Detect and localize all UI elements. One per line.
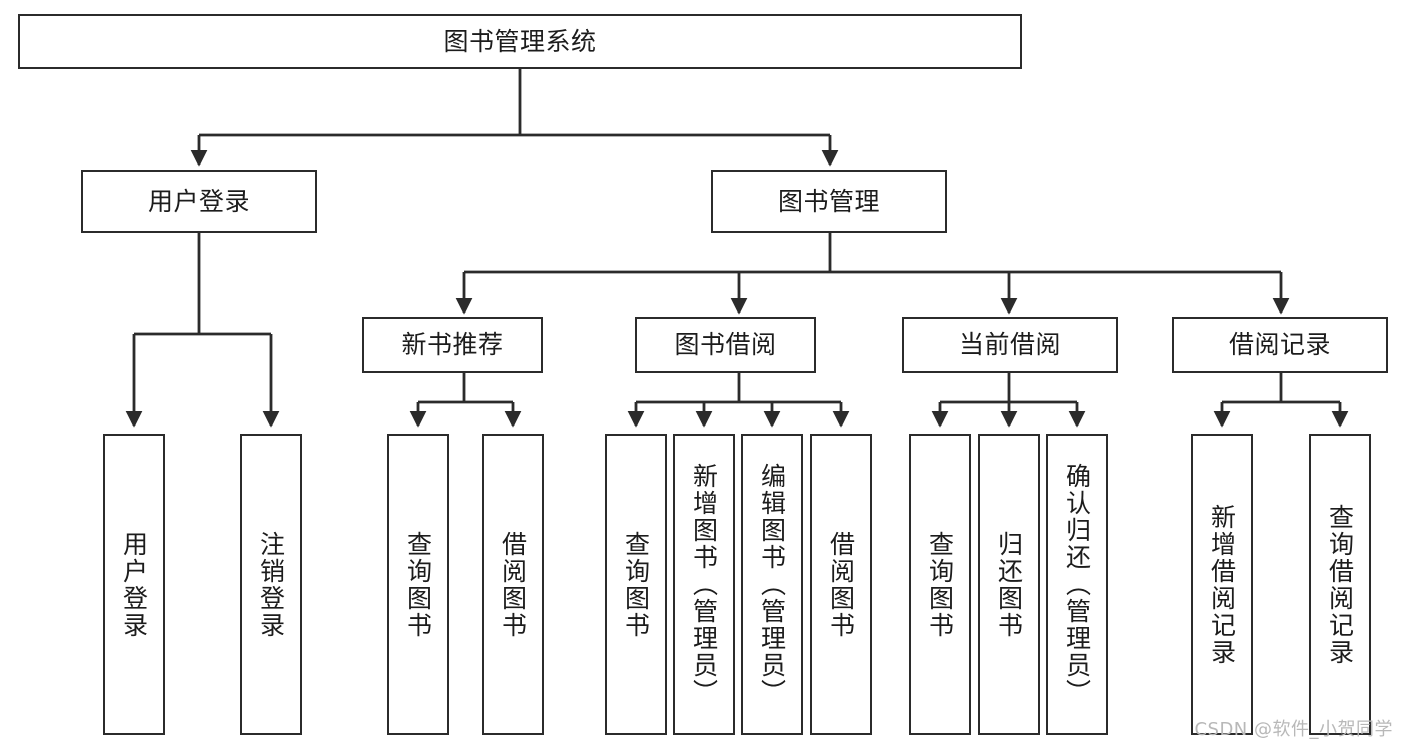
node-label: 查询借阅记录 [1325, 503, 1355, 666]
leaf-new-book-borrow[interactable]: 借阅图书 [482, 434, 544, 735]
node-label: 注销登录 [256, 530, 286, 639]
node-book-borrow[interactable]: 图书借阅 [635, 317, 816, 373]
watermark: CSDN @软件_小贺同学 [1194, 719, 1393, 740]
node-label: 借阅图书 [498, 530, 528, 639]
leaf-new-book-query[interactable]: 查询图书 [387, 434, 449, 735]
node-label: 新增借阅记录 [1207, 503, 1237, 666]
leaf-current-borrow-query[interactable]: 查询图书 [909, 434, 971, 735]
node-book-management[interactable]: 图书管理 [711, 170, 947, 233]
leaf-user-login-login[interactable]: 用户登录 [103, 434, 165, 735]
leaf-borrow-record-query[interactable]: 查询借阅记录 [1309, 434, 1371, 735]
node-label: 借阅记录 [1228, 330, 1331, 359]
node-label: 归还图书 [994, 530, 1024, 639]
leaf-book-borrow-add[interactable]: 新增图书（管理员） [673, 434, 735, 735]
node-label: 图书管理系统 [443, 26, 597, 56]
node-label: 图书管理 [777, 186, 880, 216]
node-label: 图书借阅 [674, 330, 777, 359]
node-borrow-record[interactable]: 借阅记录 [1172, 317, 1388, 373]
leaf-book-borrow-borrow[interactable]: 借阅图书 [810, 434, 872, 735]
node-root-system[interactable]: 图书管理系统 [18, 14, 1022, 69]
node-label: 查询图书 [403, 530, 433, 639]
leaf-book-borrow-edit[interactable]: 编辑图书（管理员） [741, 434, 803, 735]
node-label: 新书推荐 [401, 330, 504, 359]
leaf-borrow-record-add[interactable]: 新增借阅记录 [1191, 434, 1253, 735]
leaf-book-borrow-query[interactable]: 查询图书 [605, 434, 667, 735]
node-new-book-recommend[interactable]: 新书推荐 [362, 317, 543, 373]
node-label: 编辑图书（管理员） [757, 463, 787, 706]
node-label: 当前借阅 [958, 330, 1061, 359]
node-label: 查询图书 [621, 530, 651, 639]
node-label: 新增图书（管理员） [689, 463, 719, 706]
node-label: 确认归还（管理员） [1062, 463, 1092, 706]
node-label: 借阅图书 [826, 530, 856, 639]
leaf-current-borrow-return[interactable]: 归还图书 [978, 434, 1040, 735]
leaf-user-login-logout[interactable]: 注销登录 [240, 434, 302, 735]
node-current-borrow[interactable]: 当前借阅 [902, 317, 1118, 373]
node-user-login[interactable]: 用户登录 [81, 170, 317, 233]
node-label: 用户登录 [147, 186, 250, 216]
node-label: 查询图书 [925, 530, 955, 639]
leaf-current-borrow-confirm-return[interactable]: 确认归还（管理员） [1046, 434, 1108, 735]
node-label: 用户登录 [119, 530, 149, 639]
